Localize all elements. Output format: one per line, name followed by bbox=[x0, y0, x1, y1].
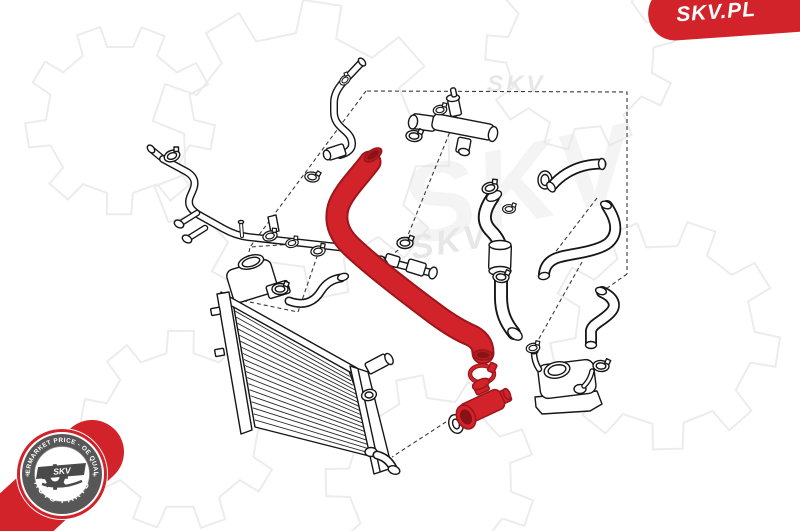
badge-center-text: SKV bbox=[53, 465, 73, 477]
hose-clamp bbox=[431, 101, 450, 117]
red-t-connector bbox=[455, 377, 513, 430]
hose-clamp bbox=[404, 126, 425, 143]
quality-badge: AFTERMARKET PRICE - OE QUALITY AUTO PART… bbox=[0, 404, 108, 520]
badge-logo-band bbox=[36, 463, 86, 479]
badge-star-right-icon: ✳ bbox=[92, 472, 97, 479]
hose-clamp bbox=[283, 234, 301, 250]
badge-red-ring bbox=[17, 429, 107, 519]
badge-star-left-icon: ✳ bbox=[25, 472, 30, 479]
hose-clamp bbox=[591, 356, 612, 373]
breather-hose-drawing bbox=[322, 57, 367, 161]
right-s-hose-drawing bbox=[537, 200, 622, 281]
hose-clamp bbox=[524, 339, 543, 355]
badge-logo-swoosh bbox=[41, 479, 83, 488]
t-connector-drawing bbox=[407, 87, 499, 157]
watermark-skv-top: SKV bbox=[487, 71, 545, 98]
radiator-drawing bbox=[209, 291, 401, 475]
lower-right-hose-drawing bbox=[584, 286, 620, 350]
site-banner: SKV.PL bbox=[646, 0, 800, 43]
reservoir-drawing bbox=[226, 254, 350, 308]
badge-center-border bbox=[34, 446, 90, 502]
radiator-fins bbox=[234, 310, 379, 457]
overflow-tank-drawing bbox=[529, 347, 603, 415]
hose-clamp bbox=[396, 234, 415, 250]
upper-right-hose-drawing bbox=[537, 157, 607, 193]
highlighted-hose-drawing bbox=[325, 147, 513, 430]
